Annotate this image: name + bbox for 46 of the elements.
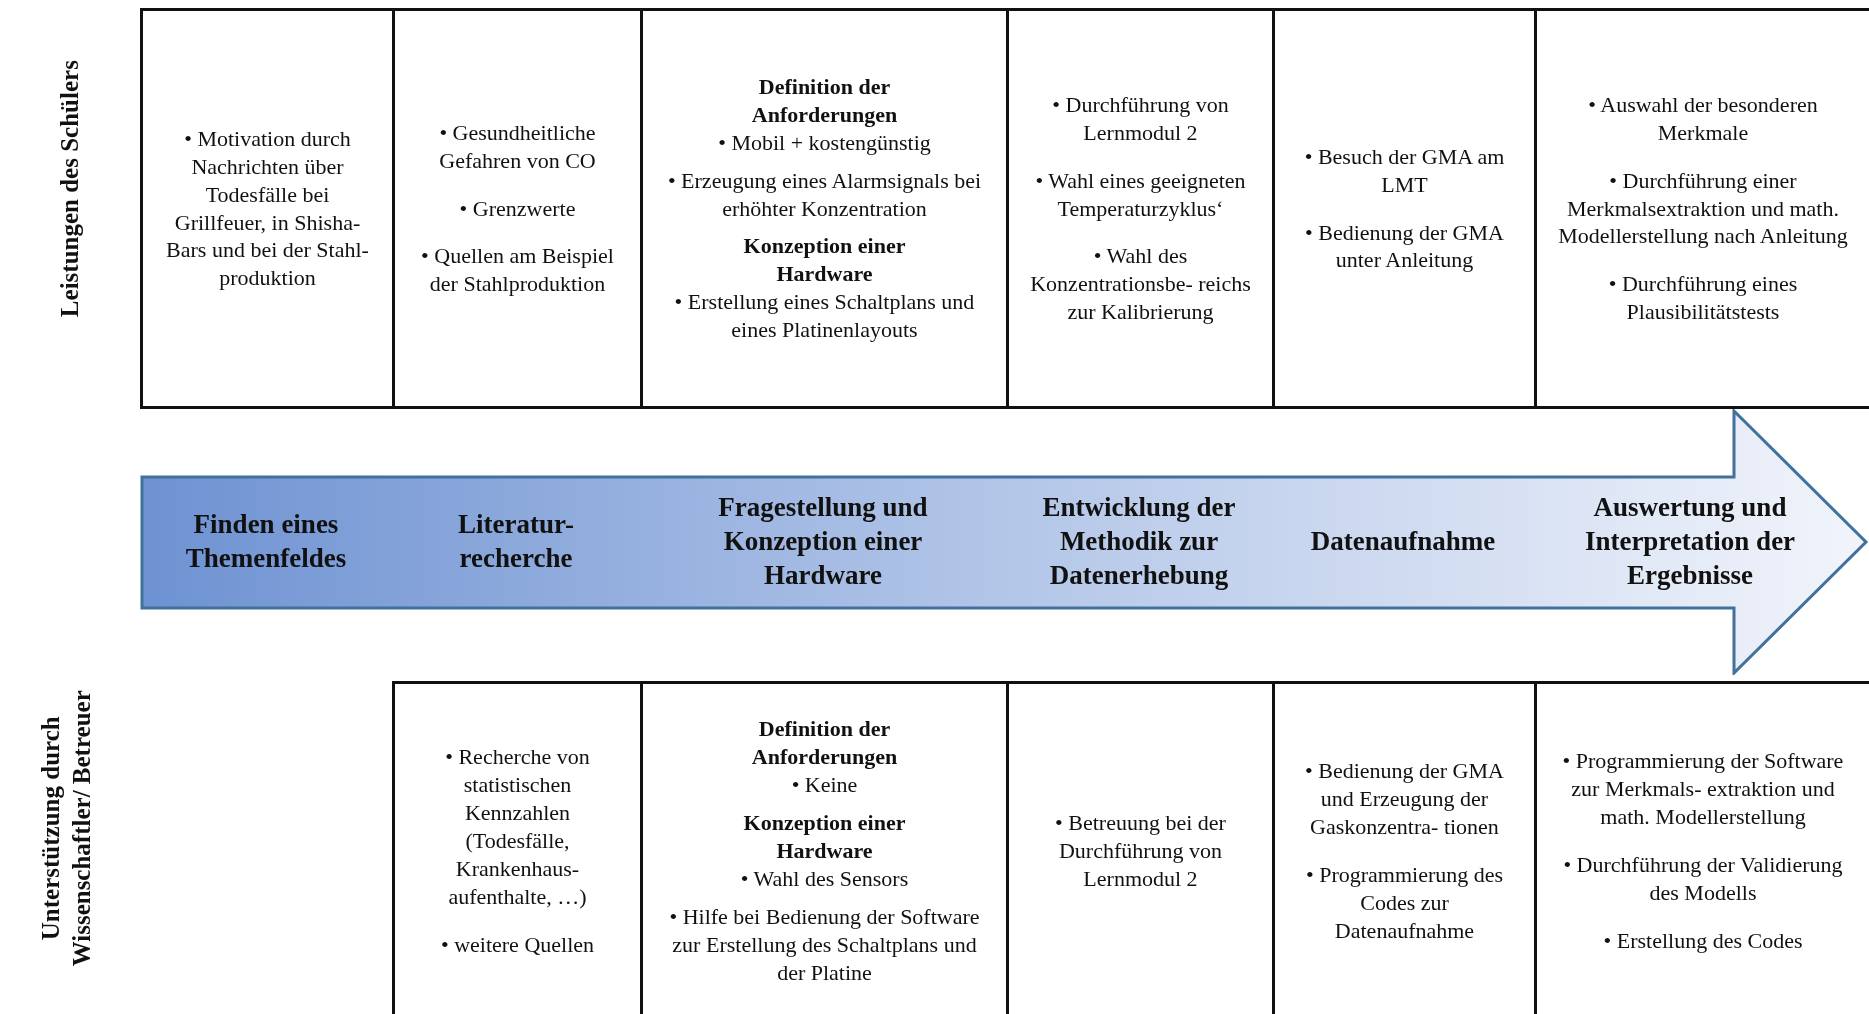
- table-cell: [1006, 8, 1275, 409]
- table-cell: [1534, 8, 1869, 409]
- stage-label: Entwicklung der Methodik zur Datenerhebung: [1041, 491, 1237, 592]
- bullet-item: • Mobil + kostengünstig: [717, 128, 932, 157]
- stage-label: Literatur- recherche: [457, 508, 575, 575]
- bullet-item: • Grenzwerte: [458, 194, 577, 223]
- table-cell: [392, 8, 643, 409]
- bullet-item: • Keine: [790, 771, 859, 800]
- bullet-item: • Recherche von statistischen Kennzahlen (Todesfälle, Krankenhaus- aufenthalte, …): [444, 743, 591, 911]
- stage-label: Fragestellung und Konzeption einer Hardware: [717, 491, 929, 592]
- bullet-item: • Betreuung bei der Durchführung von Lernmodul 2: [1054, 809, 1227, 893]
- bullet-item: • Programmierung des Codes zur Datenaufnahme: [1304, 861, 1505, 945]
- bullet-item: • Bedienung der GMA und Erzeugung der Gaskonzentra- tionen: [1304, 757, 1505, 841]
- bullet-item: • Bedienung der GMA unter Anleitung: [1304, 218, 1505, 275]
- section-heading: Definition der Anforderungen: [750, 72, 899, 129]
- bullet-item: • Erstellung des Codes: [1602, 926, 1804, 955]
- bullet-item: • Wahl des Konzentrationsbe- reichs zur Kalibrierung: [1029, 242, 1252, 327]
- bullet-item: • Durchführung von Lernmodul 2: [1051, 90, 1230, 147]
- section-heading: Konzeption einer Hardware: [742, 232, 907, 289]
- bullet-item: • Quellen am Beispiel der Stahlproduktion: [420, 242, 615, 299]
- bullet-item: • Wahl des Sensors: [739, 864, 910, 893]
- bullet-item: • Hilfe bei Bedienung der Software zur Erstellung des Schaltplans und der Platine: [668, 902, 981, 987]
- bullet-item: • Wahl eines geeigneten Temperaturzyklus‘: [1034, 166, 1247, 223]
- section-heading: Konzeption einer Hardware: [742, 809, 907, 865]
- bullet-item: • weitere Quellen: [439, 930, 596, 959]
- bullet-item: • Erzeugung eines Alarmsignals bei erhöhter Konzentration: [666, 166, 983, 223]
- bullet-item: • Durchführung eines Plausibilitätstests: [1607, 270, 1799, 327]
- table-cell: [140, 8, 395, 409]
- process-arrow: [140, 409, 1869, 675]
- table-cell: [640, 8, 1009, 409]
- bullet-item: • Auswahl der besonderen Merkmale: [1587, 90, 1819, 147]
- bullet-item: • Durchführung der Validierung des Modells: [1562, 851, 1844, 907]
- stage-label: Auswertung und Interpretation der Ergebnisse: [1583, 491, 1797, 592]
- bullet-item: • Motivation durch Nachrichten über Todesfälle bei Grillfeuer, in Shisha-Bars und bei der Stahl- produktion: [165, 124, 370, 293]
- table-cell: [392, 681, 643, 1014]
- stage-label: Datenaufnahme: [1309, 525, 1497, 559]
- bullet-item: • Durchführung einer Merkmalsextraktion und math. Modellerstellung nach Anleitung: [1557, 166, 1849, 251]
- bullet-item: • Programmierung der Software zur Merkmals- extraktion und math. Modellerstellung: [1561, 747, 1845, 831]
- bullet-item: • Erstellung eines Schaltplans und eines Platinenlayouts: [673, 288, 976, 345]
- section-heading: Definition der Anforderungen: [750, 715, 899, 772]
- bullet-item: • Gesundheitliche Gefahren von CO: [438, 118, 597, 175]
- bullet-item: • Besuch der GMA am LMT: [1303, 142, 1506, 199]
- row-label: Leistungen des Schülers: [55, 59, 85, 320]
- row-label: Unterstützung durch Wissenschaftler/ Betreuer: [35, 689, 96, 969]
- stage-label: Finden eines Themenfeldes: [184, 508, 348, 575]
- table-cell: [1272, 8, 1537, 409]
